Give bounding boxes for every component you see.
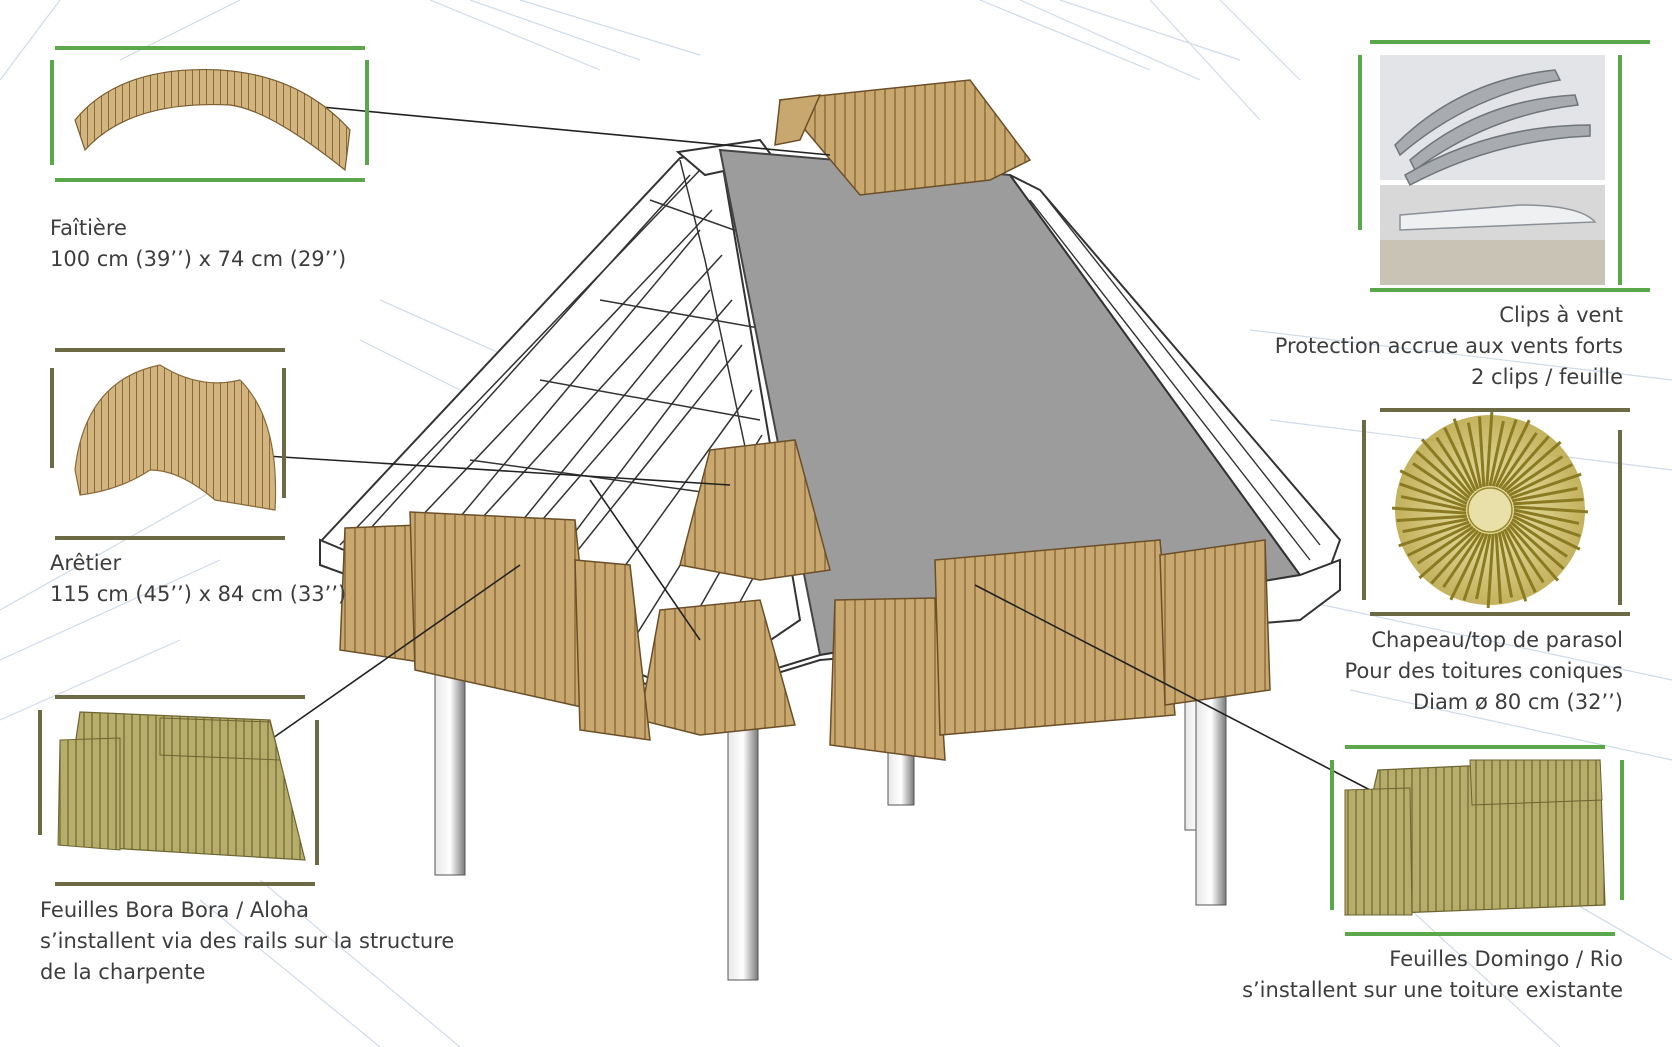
faitiere-name: Faîtière [50,216,127,240]
sun-ray [1486,533,1495,609]
sun-ray [1400,495,1467,512]
clips-line3: 2 clips / feuille [1471,365,1623,389]
domingo-line1: Feuilles Domingo / Rio [1389,947,1623,971]
domingo-caption: Feuilles Domingo / Rio s’installent sur … [1242,944,1623,1006]
sun-ray [1512,514,1581,551]
sun-ray [1399,469,1468,506]
chapeau-line1: Chapeau/top de parasol [1371,628,1623,652]
sun-ray [1500,530,1528,602]
sun-ray [1513,511,1581,538]
sun-ray [1513,508,1580,525]
chapeau-caption: Chapeau/top de parasol Pour des toitures… [1345,625,1623,718]
sun-ray [1391,506,1467,515]
clips-line1: Clips à vent [1499,303,1623,327]
sun-ray [1452,418,1480,490]
sun-ray [1497,531,1514,598]
sun-ray [1442,531,1483,588]
clips-line2: Protection accrue aux vents forts [1274,334,1623,358]
domingo-line2: s’installent sur une toiture existante [1242,978,1623,1002]
chapeau-line2: Pour des toitures coniques [1344,659,1623,683]
sun-ray [1396,514,1467,522]
sun-ray [1415,450,1471,500]
sun-ray [1494,419,1531,488]
faitiere-size: 100 cm (39’’) x 74 cm (29’’) [50,247,347,271]
sun-ray [1412,462,1469,503]
faitiere-caption: Faîtière 100 cm (39’’) x 74 cm (29’’) [50,213,346,275]
sun-ray [1507,523,1560,582]
sun-ray [1505,526,1545,584]
bora-caption: Feuilles Bora Bora / Aloha s’installent … [40,895,454,988]
domingo-thumbnail [1330,745,1624,936]
post [434,644,466,876]
aretier-size: 115 cm (45’’) x 84 cm (33’’) [50,582,347,606]
sun-ray [1503,528,1537,593]
sun-ray [1513,498,1584,506]
sun-ray [1506,455,1564,495]
bora-line2: s’installent via des rails sur la struct… [40,929,455,953]
bora-line3: de la charpente [40,960,206,984]
sun-ray [1497,432,1538,489]
sun-ray [1488,420,1505,487]
sun-ray [1449,532,1486,601]
sun-ray [1494,533,1502,604]
sun-ray [1491,419,1518,487]
sun-ray [1511,517,1568,558]
sun-ray [1508,463,1573,497]
aretier-caption: Arêtier 115 cm (45’’) x 84 cm (33’’) [50,548,346,610]
sun-ray [1478,416,1486,487]
post [727,699,759,981]
sun-ray [1443,427,1477,492]
sun-ray [1399,482,1467,509]
sun-ray [1475,533,1492,600]
bora-bora-thumbnail [38,695,319,886]
chapeau-thumbnail [1362,408,1630,616]
sun-ray [1500,435,1550,491]
sun-ray [1513,505,1589,514]
leader-lines [249,104,1371,791]
sun-ray [1466,422,1483,489]
clips-caption: Clips à vent Protection accrue aux vents… [1275,300,1623,393]
sun-ray [1485,411,1494,487]
sun-ray [1407,523,1472,557]
sun-ray [1418,527,1477,580]
sun-ray [1402,517,1469,534]
aretier-thumbnail [50,348,286,540]
sun-ray [1509,520,1565,570]
sun-ray [1511,486,1578,503]
faitiere-thumbnail [50,46,369,182]
bora-line1: Feuilles Bora Bora / Aloha [40,898,310,922]
sun-ray [1462,533,1489,601]
sun-ray [1510,472,1582,500]
sun-ray [1416,525,1474,565]
sun-ray [1420,438,1473,497]
sun-ray [1503,440,1562,493]
sun-ray [1430,529,1480,585]
chapeau-line3: Diam ø 80 cm (32’’) [1412,690,1623,714]
palapa-structure [249,79,1371,981]
aretier-name: Arêtier [50,551,122,575]
sun-ray [1398,520,1470,548]
sun-ray [1435,436,1475,494]
clips-thumbnail [1358,40,1650,292]
